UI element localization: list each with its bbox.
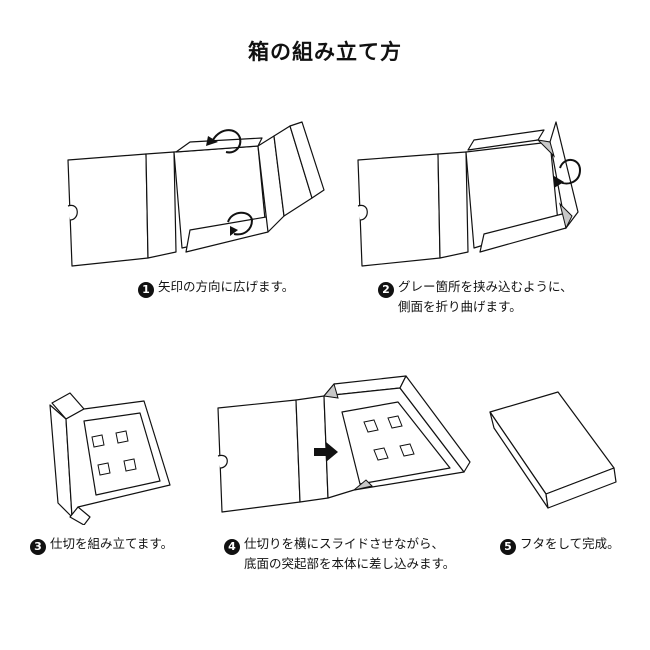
step-2-caption: 2 グレー箇所を挟み込むように、 側面を折り曲げます。 — [378, 278, 573, 316]
step-3-caption: 3 仕切を組み立てます。 — [30, 535, 173, 555]
step-text: 仕切を組み立てます。 — [50, 536, 174, 551]
step-text: 矢印の方向に広げます。 — [158, 279, 295, 294]
step1-illustration — [62, 112, 332, 272]
step-text: フタをして完成。 — [520, 536, 620, 551]
step4-illustration — [214, 372, 484, 522]
step-number-badge: 3 — [30, 539, 46, 555]
step3-illustration — [44, 385, 184, 525]
push-arrow-icon — [314, 442, 338, 462]
rotate-arrow-bottom — [227, 211, 254, 236]
step-text: 底面の突起部を本体に差し込みます。 — [244, 556, 456, 571]
step-text: 仕切りを横にスライドさせながら、 — [244, 536, 445, 551]
rotate-arrow — [559, 159, 582, 185]
step-number-badge: 4 — [224, 539, 240, 555]
page-title: 箱の組み立て方 — [248, 40, 402, 64]
step2-illustration — [354, 112, 604, 272]
step-number-badge: 2 — [378, 282, 394, 298]
step-4-caption: 4 仕切りを横にスライドさせながら、 底面の突起部を本体に差し込みます。 — [224, 535, 455, 573]
step-5-caption: 5 フタをして完成。 — [500, 535, 620, 555]
step-number-badge: 1 — [138, 282, 154, 298]
step-text: グレー箇所を挟み込むように、 — [398, 279, 573, 294]
step-1-caption: 1 矢印の方向に広げます。 — [138, 278, 294, 298]
step-number-badge: 5 — [500, 539, 516, 555]
step-text: 側面を折り曲げます。 — [398, 299, 522, 314]
step5-illustration — [484, 384, 624, 514]
rotate-arrow-top — [211, 129, 242, 154]
